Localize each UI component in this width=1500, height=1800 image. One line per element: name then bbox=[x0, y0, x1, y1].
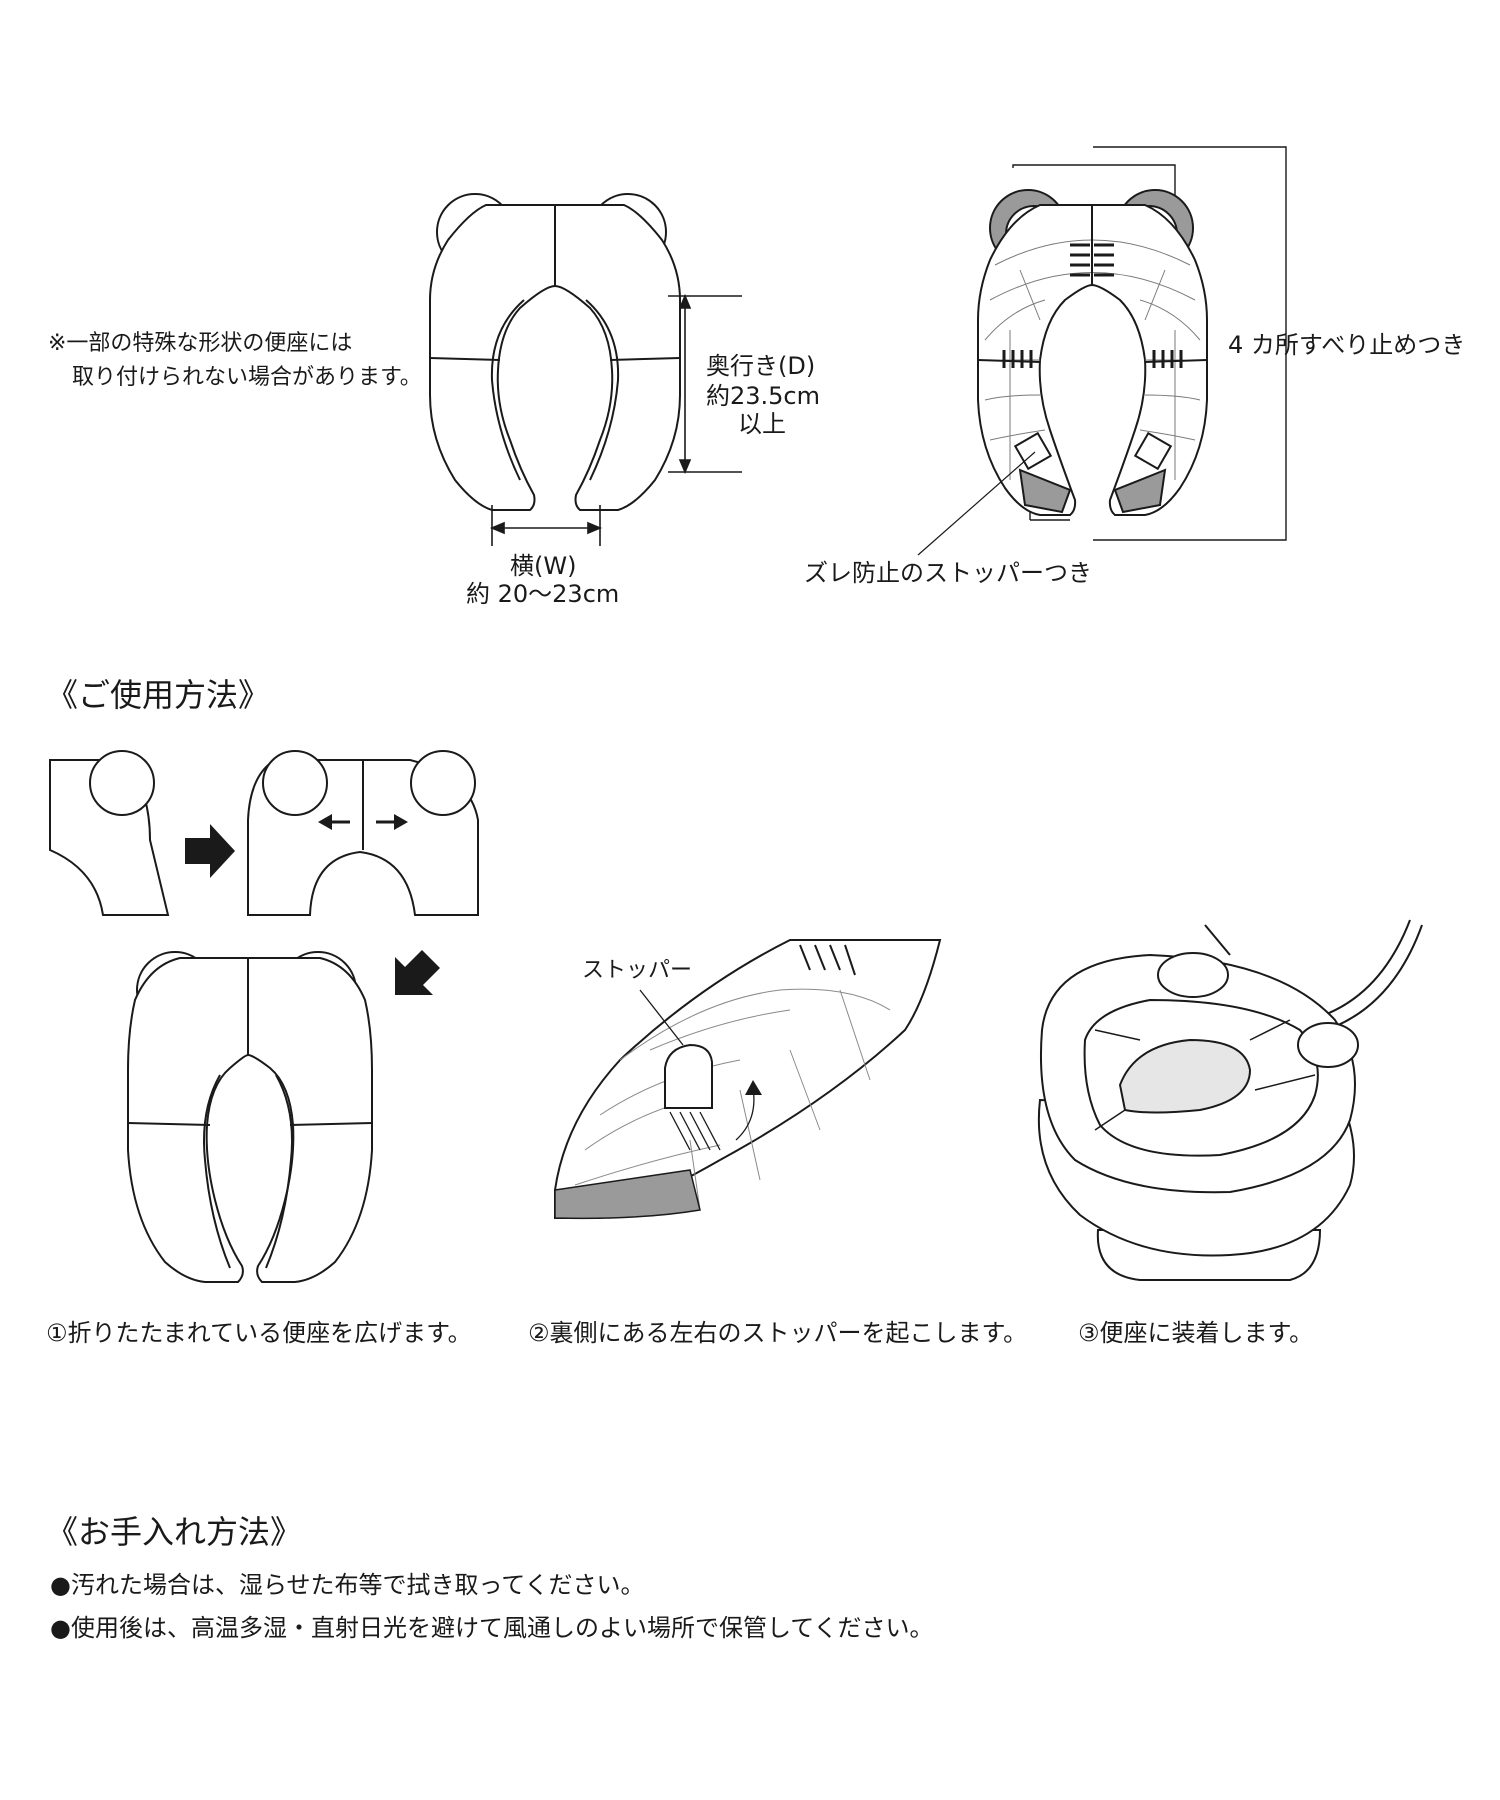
spec-note-line2: 取り付けられない場合があります。 bbox=[72, 365, 422, 390]
care-heading: 《お手入れ方法》 bbox=[46, 1513, 303, 1551]
spec-note-line1: ※一部の特殊な形状の便座には bbox=[48, 331, 353, 356]
stopper-tag: ストッパー bbox=[582, 958, 693, 983]
care-item: ●使用後は、高温多湿・直射日光を避けて風通しのよい場所で保管してください。 bbox=[50, 1614, 934, 1642]
width-label-line1: 横(W) bbox=[510, 552, 577, 580]
usage-heading: 《ご使用方法》 bbox=[46, 676, 271, 714]
nonslip-label: 4 カ所すべり止めつき bbox=[1228, 331, 1466, 359]
depth-label-line2: 約23.5cm bbox=[706, 382, 821, 410]
step1-caption: ①折りたたまれている便座を広げます。 bbox=[46, 1319, 472, 1347]
depth-label-line3: 以上 bbox=[738, 410, 786, 438]
stopper-label: ズレ防止のストッパーつき bbox=[804, 559, 1092, 587]
care-item: ●汚れた場合は、湿らせた布等で拭き取ってください。 bbox=[50, 1571, 645, 1599]
width-label-line2: 約 20〜23cm bbox=[466, 580, 620, 608]
step2-caption: ②裏側にある左右のストッパーを起こします。 bbox=[528, 1319, 1028, 1347]
depth-label-line1: 奥行き(D) bbox=[706, 352, 816, 380]
step3-caption: ③便座に装着します。 bbox=[1078, 1319, 1314, 1347]
